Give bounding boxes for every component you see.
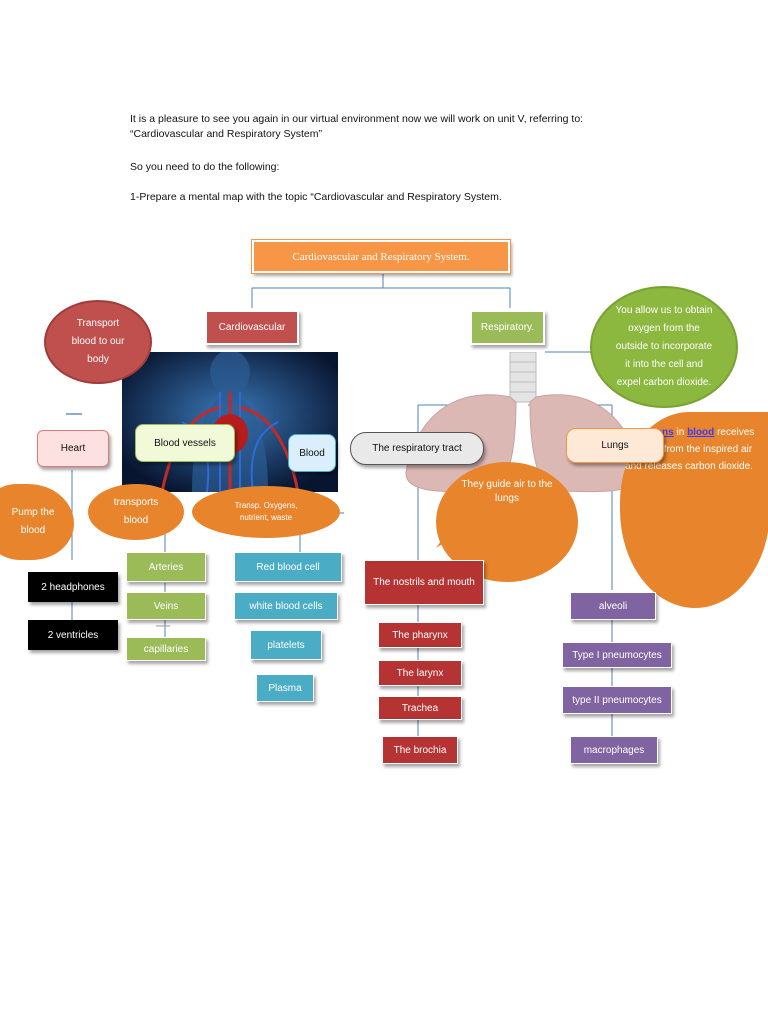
tract-item: The brochia [382,736,458,764]
blood-node: Blood [288,434,336,472]
lung-item: alveoli [570,592,656,620]
vessel-item: Veins [126,592,206,620]
blood-item: Red blood cell [234,552,342,582]
speech-tail-icon [436,520,464,548]
respiratory-note: You allow us to obtain oxygen from the o… [590,286,738,408]
cardiovascular-node: Cardiovascular [205,310,299,345]
lung-item: macrophages [570,736,658,764]
blood-item: white blood cells [234,592,338,620]
lungs-note-text: from the inspired air and releases carbo… [625,444,753,472]
heart-item: 2 ventricles [28,620,118,650]
lung-item: type II pneumocytes [562,686,672,714]
tract-item: The pharynx [378,622,462,648]
vessel-item: capillaries [126,637,206,661]
intro-task: 1-Prepare a mental map with the topic “C… [130,191,502,203]
respiratory-tract-node: The respiratory tract [350,432,484,465]
respiratory-node: Respiratory. [470,310,545,345]
intro-instruction: So you need to do the following: [130,161,280,173]
heart-node: Heart [37,430,109,467]
heart-item: 2 headphones [28,572,118,602]
intro-paragraph: It is a pleasure to see you again in our… [130,113,584,140]
vessel-item: Arteries [126,552,206,582]
blood-link[interactable]: blood [687,427,715,438]
lungs-node: Lungs [566,428,664,463]
map-title: Cardiovascular and Respiratory System. [251,239,511,274]
blood-item: Plasma [256,674,314,702]
transport-blood-note: Transport blood to our body [44,300,152,384]
transports-blood-note: transports blood [88,484,184,540]
transp-oxygen-note: Transp. Oxygens, nutrient, waste [192,486,340,538]
lung-item: Type I pneumocytes [562,642,672,668]
blood-item: platelets [250,630,322,660]
tract-item: Trachea [378,696,462,720]
tract-item: The nostrils and mouth [364,560,484,605]
lungs-note-text: receives [717,427,755,438]
tract-item: The larynx [378,660,462,686]
blood-vessels-node: Blood vessels [135,424,235,462]
lungs-note-text: in [676,427,685,438]
pump-blood-note: Pump the blood [0,484,74,560]
body-anatomy-icon [122,352,338,492]
